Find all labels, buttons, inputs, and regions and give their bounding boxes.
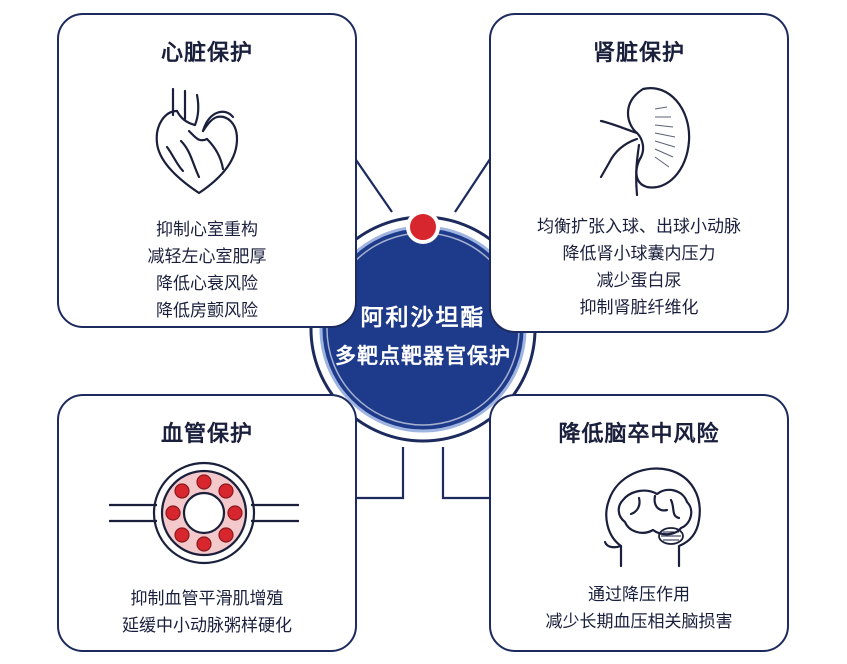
kidney-protection-panel: 肾脏保护 均衡扩张入球、出球小动脉 降低肾小球囊内压力 减少蛋白尿 抑制肾脏纤维…	[489, 13, 789, 333]
stroke-risk-panel: 降低脑卒中风险 通过降压作用 减少长期血压相关脑损害	[489, 394, 789, 652]
heart-item-2: 减轻左心室肥厚	[147, 247, 267, 267]
heart-item-1: 抑制心室重构	[156, 220, 258, 240]
heart-item-4: 降低房颤风险	[156, 301, 258, 321]
blood-vessel-icon	[109, 461, 299, 565]
kidney-item-2: 降低肾小球囊内压力	[562, 244, 716, 264]
vessel-item-2: 延缓中小动脉粥样硬化	[122, 616, 292, 636]
center-subtitle: 多靶点靶器官保护	[335, 344, 511, 368]
center-circle	[309, 210, 537, 443]
kidney-item-3: 减少蛋白尿	[596, 271, 682, 291]
heart-icon	[155, 87, 239, 195]
center-hub: 阿利沙坦酯 多靶点靶器官保护	[307, 210, 539, 445]
heart-item-3: 降低心衰风险	[156, 274, 258, 294]
heart-protection-panel: 心脏保护 抑制心室重构 减轻左心室肥厚 降低心衰风险 降低房颤风险	[57, 13, 357, 328]
vessel-protection-panel: 血管保护 抑制血管平滑肌增殖 延缓中小动脉粥样硬化	[57, 394, 357, 652]
kidney-icon	[599, 87, 691, 197]
center-title: 阿利沙坦酯	[360, 305, 486, 331]
vessel-panel-title: 血管保护	[160, 422, 253, 447]
heart-panel-title: 心脏保护	[160, 41, 253, 66]
brain-item-2: 减少长期血压相关脑损害	[545, 612, 733, 632]
brain-item-1: 通过降压作用	[588, 585, 690, 605]
vessel-item-1: 抑制血管平滑肌增殖	[130, 589, 284, 609]
kidney-item-4: 抑制肾脏纤维化	[579, 298, 699, 318]
brain-icon	[603, 467, 701, 568]
brain-panel-title: 降低脑卒中风险	[558, 422, 720, 447]
kidney-item-1: 均衡扩张入球、出球小动脉	[537, 217, 741, 237]
kidney-panel-title: 肾脏保护	[592, 41, 685, 66]
